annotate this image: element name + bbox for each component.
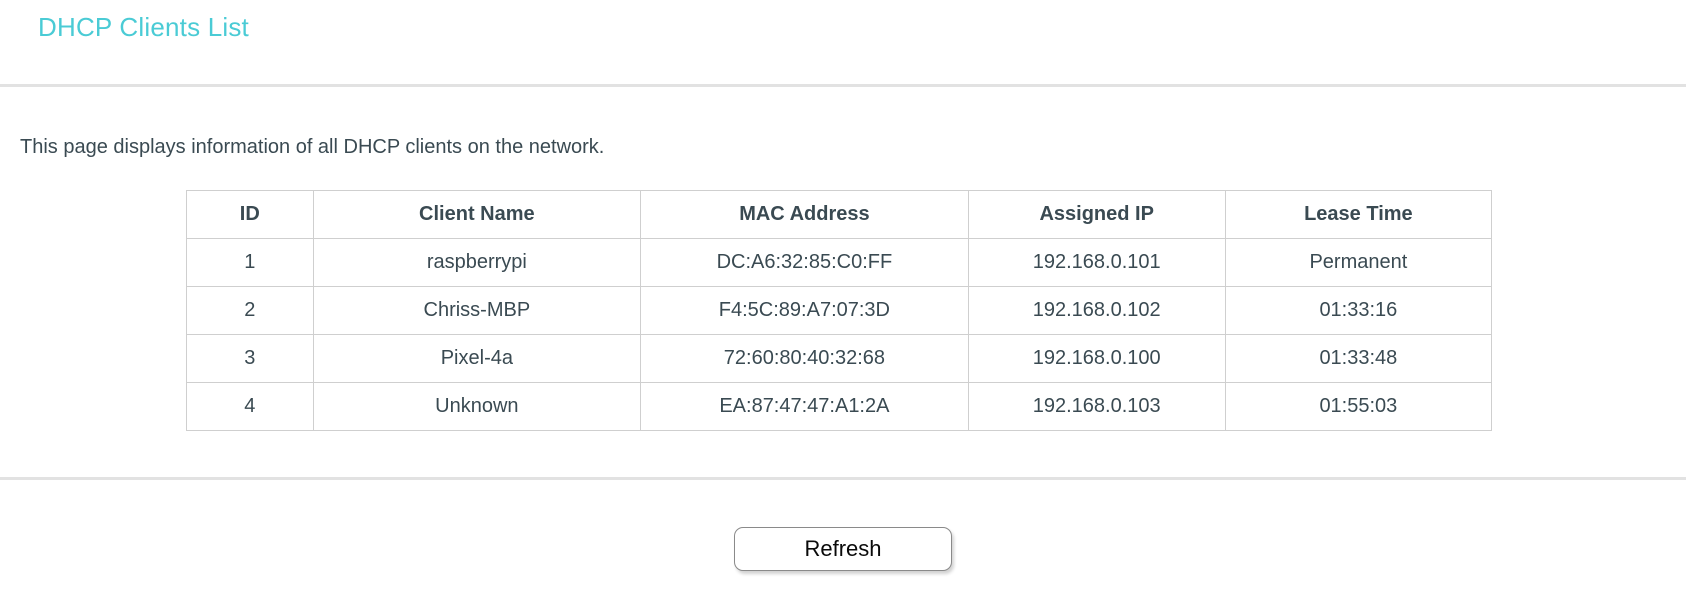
page-title: DHCP Clients List xyxy=(38,12,249,42)
button-row: Refresh xyxy=(0,527,1686,571)
lease-time-cell: 01:55:03 xyxy=(1224,382,1493,431)
assigned-ip-cell: 192.168.0.102 xyxy=(967,286,1226,335)
id-cell: 3 xyxy=(186,334,314,383)
mac-address-cell: F4:5C:89:A7:07:3D xyxy=(640,286,969,335)
refresh-button[interactable]: Refresh xyxy=(734,527,952,571)
mac-address-cell: 72:60:80:40:32:68 xyxy=(640,334,969,383)
assigned-ip-cell: 192.168.0.103 xyxy=(967,382,1226,431)
client-name-cell: Unknown xyxy=(312,382,642,431)
assigned-ip-cell: 192.168.0.100 xyxy=(967,334,1226,383)
id-cell: 1 xyxy=(186,238,314,287)
page-description: This page displays information of all DH… xyxy=(20,136,605,158)
mac-address-column-header: MAC Address xyxy=(640,190,969,239)
footer-divider xyxy=(0,477,1686,480)
client-name-cell: Pixel-4a xyxy=(312,334,642,383)
header-divider xyxy=(0,84,1686,87)
assigned-ip-column-header: Assigned IP xyxy=(967,190,1226,239)
lease-time-column-header: Lease Time xyxy=(1224,190,1493,239)
assigned-ip-cell: 192.168.0.101 xyxy=(967,238,1226,287)
id-column-header: ID xyxy=(186,190,314,239)
id-cell: 2 xyxy=(186,286,314,335)
client-name-column-header: Client Name xyxy=(312,190,642,239)
client-name-cell: Chriss-MBP xyxy=(312,286,642,335)
lease-time-cell: 01:33:48 xyxy=(1224,334,1493,383)
lease-time-cell: 01:33:16 xyxy=(1224,286,1493,335)
id-cell: 4 xyxy=(186,382,314,431)
client-name-cell: raspberrypi xyxy=(312,238,642,287)
lease-time-cell: Permanent xyxy=(1224,238,1493,287)
mac-address-cell: EA:87:47:47:A1:2A xyxy=(640,382,969,431)
mac-address-cell: DC:A6:32:85:C0:FF xyxy=(640,238,969,287)
